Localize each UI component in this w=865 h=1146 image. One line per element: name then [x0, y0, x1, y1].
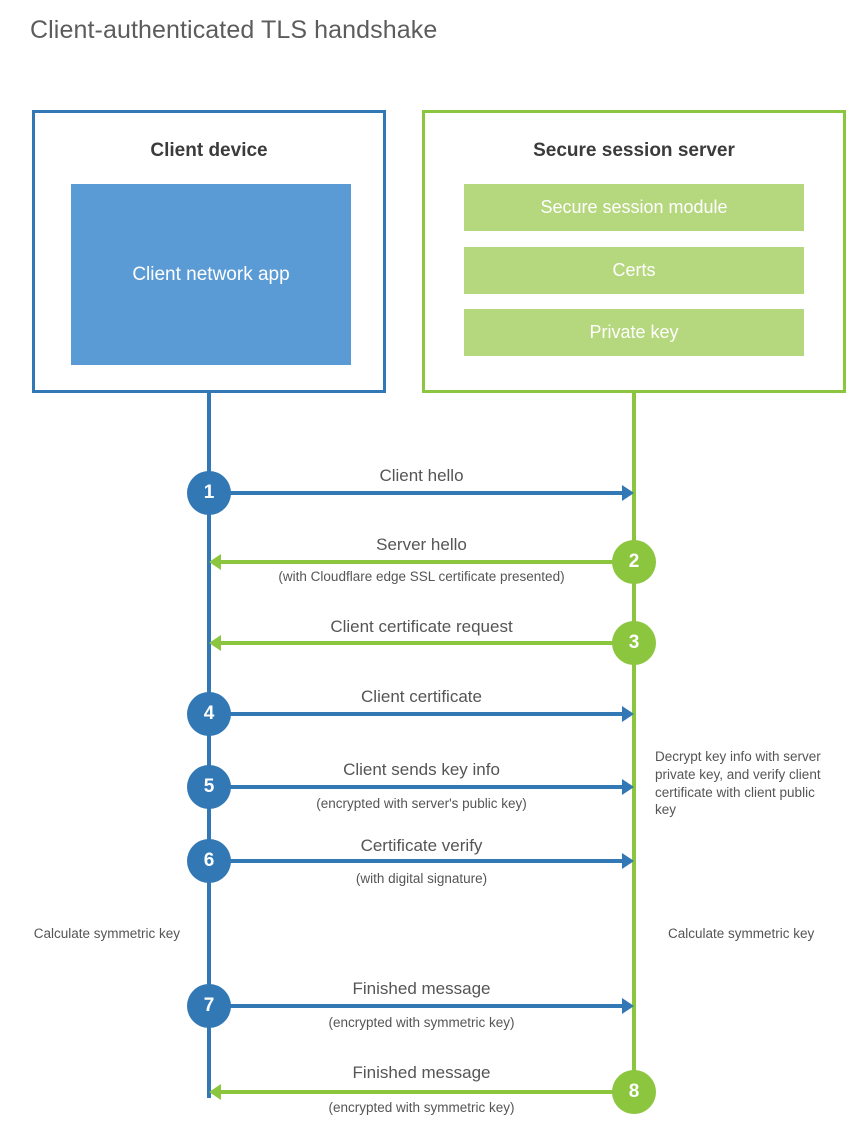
step-4-arrow	[209, 706, 634, 722]
arrowhead-right-icon	[622, 998, 634, 1014]
step-5-marker[interactable]: 5	[187, 765, 231, 809]
step-7-marker[interactable]: 7	[187, 984, 231, 1028]
step-2-label: Server hello	[376, 535, 467, 554]
step-1-arrow	[209, 485, 634, 501]
step-7-sublabel: (encrypted with symmetric key)	[328, 1015, 515, 1030]
arrowhead-right-icon	[622, 485, 634, 501]
step-3-label: Client certificate request	[330, 617, 513, 636]
step-1-label: Client hello	[379, 466, 464, 485]
arrowhead-right-icon	[622, 853, 634, 869]
step-2-arrow	[209, 554, 634, 570]
step-3-arrow	[209, 635, 634, 651]
private-key-block: Private key	[464, 309, 804, 356]
step-6-arrow	[209, 853, 634, 869]
client-network-app-block: Client network app	[71, 184, 351, 365]
step-5-arrow	[209, 779, 634, 795]
arrowhead-right-icon	[622, 706, 634, 722]
client-calculate-symmetric-key-note: Calculate symmetric key	[33, 926, 180, 941]
step-7-arrow	[209, 998, 634, 1014]
arrowhead-left-icon	[209, 554, 221, 570]
secure-session-server-box: Secure session server Secure session mod…	[422, 110, 846, 393]
certs-block: Certs	[464, 247, 804, 294]
step-3-marker[interactable]: 3	[612, 621, 656, 665]
arrowhead-left-icon	[209, 1084, 221, 1100]
step-4-label: Client certificate	[361, 687, 482, 706]
step-6-label: Certificate verify	[360, 836, 483, 855]
arrowhead-left-icon	[209, 635, 221, 651]
step-5-label: Client sends key info	[343, 760, 500, 779]
step-6-sublabel: (with digital signature)	[355, 871, 488, 886]
step-2-sublabel: (with Cloudflare edge SSL certificate pr…	[278, 569, 565, 584]
server-calculate-symmetric-key-note: Calculate symmetric key	[668, 926, 815, 941]
client-lifeline	[207, 392, 211, 1098]
arrowhead-right-icon	[622, 779, 634, 795]
step-2-marker[interactable]: 2	[612, 540, 656, 584]
step-1-marker[interactable]: 1	[187, 471, 231, 515]
client-device-title: Client device	[150, 140, 268, 161]
step-8-label: Finished message	[352, 1063, 491, 1082]
server-lifeline	[632, 392, 636, 1094]
step-8-marker[interactable]: 8	[612, 1070, 656, 1114]
step-5-sublabel: (encrypted with server's public key)	[316, 796, 527, 811]
secure-session-module-block: Secure session module	[464, 184, 804, 231]
step-6-marker[interactable]: 6	[187, 839, 231, 883]
server-decrypt-note: Decrypt key info with server private key…	[655, 749, 821, 818]
step-8-arrow	[209, 1084, 634, 1100]
step-7-label: Finished message	[352, 979, 491, 998]
step-4-marker[interactable]: 4	[187, 692, 231, 736]
page-title: Client-authenticated TLS handshake	[30, 16, 438, 44]
client-device-box: Client device Client network app	[32, 110, 386, 393]
secure-session-server-title: Secure session server	[533, 140, 735, 161]
step-8-sublabel: (encrypted with symmetric key)	[328, 1100, 515, 1115]
